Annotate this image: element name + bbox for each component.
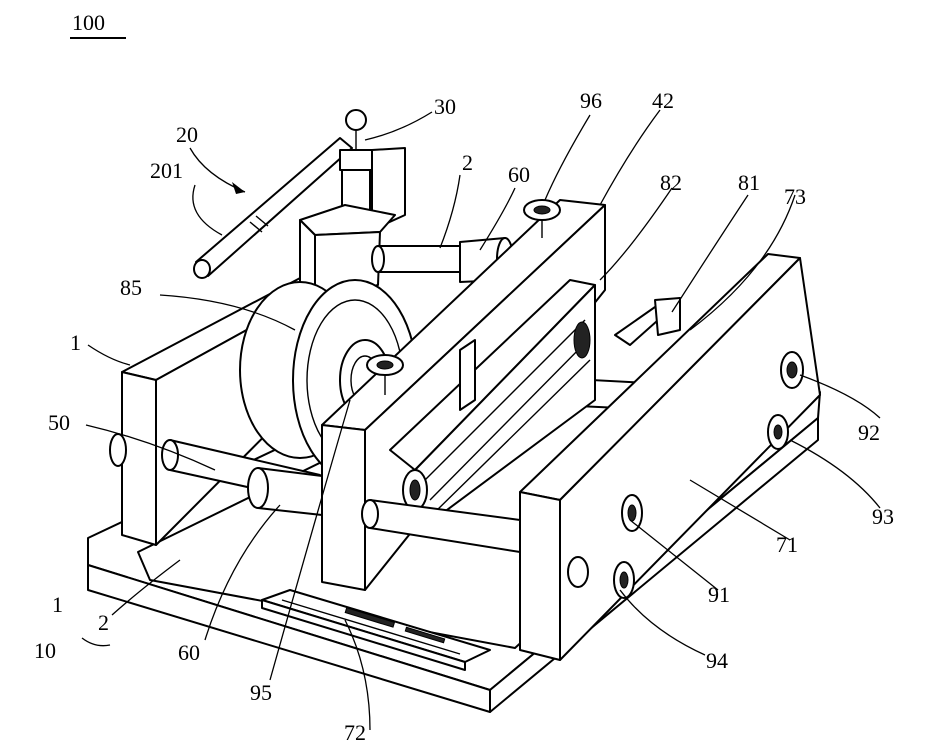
label-71: 71 [776, 532, 798, 557]
label-10: 10 [34, 638, 56, 663]
label-201: 201 [150, 158, 183, 183]
label-20: 20 [176, 122, 198, 147]
label-93: 93 [872, 504, 894, 529]
label-50: 50 [48, 410, 70, 435]
label-73: 73 [784, 184, 806, 209]
label-92: 92 [858, 420, 880, 445]
label-60-top: 60 [508, 162, 530, 187]
label-1-bottom: 1 [52, 592, 63, 617]
label-72: 72 [344, 720, 366, 745]
label-81: 81 [738, 170, 760, 195]
figure-number-label: 100 [72, 10, 105, 35]
label-94: 94 [706, 648, 728, 673]
label-95: 95 [250, 680, 272, 705]
label-1-left: 1 [70, 330, 81, 355]
label-91: 91 [708, 582, 730, 607]
label-42: 42 [652, 88, 674, 113]
label-60-bottom: 60 [178, 640, 200, 665]
label-2-bottom: 2 [98, 610, 109, 635]
label-96: 96 [580, 88, 602, 113]
label-30: 30 [434, 94, 456, 119]
label-85: 85 [120, 275, 142, 300]
label-2-top: 2 [462, 150, 473, 175]
label-82: 82 [660, 170, 682, 195]
